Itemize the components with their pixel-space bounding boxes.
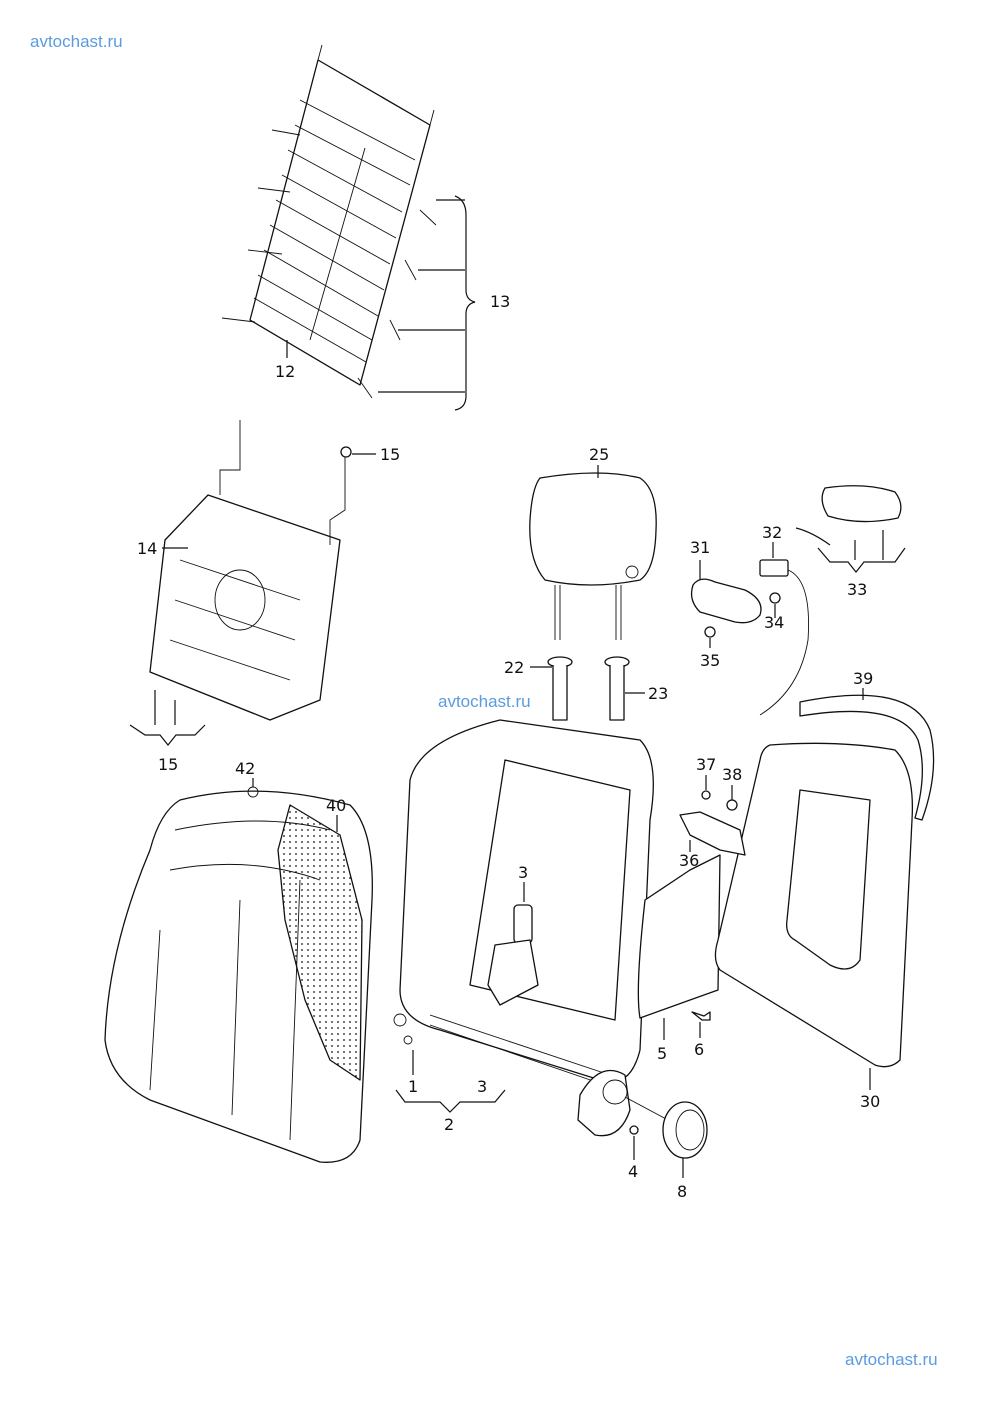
spring-mat-part-12 xyxy=(221,44,437,399)
callout-40: 40 xyxy=(326,796,346,815)
trim-part-39 xyxy=(799,694,935,821)
callout-38: 38 xyxy=(722,765,742,784)
watermark-center: avtochast.ru xyxy=(438,692,531,711)
callout-4: 4 xyxy=(628,1162,638,1181)
foam-pad-part-40 xyxy=(277,804,363,1081)
connector-part-32 xyxy=(759,559,789,577)
screw-part-37 xyxy=(701,790,711,800)
callout-33: 33 xyxy=(847,580,867,599)
screw-part-4 xyxy=(629,1125,639,1135)
bracket-2 xyxy=(395,1089,506,1113)
callout-15-bottom: 15 xyxy=(158,755,178,774)
back-panel-part-30 xyxy=(714,742,914,1068)
backrest-frame-part-1 xyxy=(393,719,654,1086)
switch-part-31 xyxy=(690,578,762,624)
watermark-top-left: avtochast.ru xyxy=(30,32,123,51)
lumbar-support-part-14 xyxy=(149,420,346,721)
callout-42: 42 xyxy=(235,759,255,778)
handle-part-33 xyxy=(821,485,902,523)
callout-30: 30 xyxy=(860,1092,880,1111)
bracket-13 xyxy=(378,195,476,411)
callout-32: 32 xyxy=(762,523,782,542)
headrest-guide-part-22 xyxy=(547,656,573,721)
callout-5: 5 xyxy=(657,1044,667,1063)
pin-part-35 xyxy=(704,626,716,638)
bracket-15-bottom xyxy=(129,690,206,746)
callout-3-bottom: 3 xyxy=(477,1077,487,1096)
callout-34: 34 xyxy=(764,613,784,632)
callout-25: 25 xyxy=(589,445,609,464)
motor-part-3 xyxy=(487,904,539,1006)
callout-2: 2 xyxy=(444,1115,454,1134)
callout-8: 8 xyxy=(677,1182,687,1201)
callout-15-top: 15 xyxy=(380,445,400,464)
callout-14: 14 xyxy=(137,539,157,558)
bracket-part-36 xyxy=(679,811,746,856)
callout-35: 35 xyxy=(700,651,720,670)
bracket-33 xyxy=(795,527,906,573)
clip-15-top xyxy=(340,446,352,458)
screw-part-34 xyxy=(769,592,781,604)
callout-12: 12 xyxy=(275,362,295,381)
callout-3-top: 3 xyxy=(518,863,528,882)
headrest-part-25 xyxy=(529,472,657,640)
callout-13: 13 xyxy=(490,292,510,311)
recliner-mechanism xyxy=(577,1069,631,1137)
side-cover-part-5 xyxy=(637,854,721,1019)
callout-31: 31 xyxy=(690,538,710,557)
callout-1: 1 xyxy=(408,1077,418,1096)
wiring-harness xyxy=(759,569,809,716)
washer-part-38 xyxy=(726,799,738,811)
headrest-guide-part-23 xyxy=(604,656,630,721)
watermark-bottom-right: avtochast.ru xyxy=(845,1350,938,1369)
callout-23: 23 xyxy=(648,684,668,703)
callout-36: 36 xyxy=(679,851,699,870)
callout-37: 37 xyxy=(696,755,716,774)
callout-39: 39 xyxy=(853,669,873,688)
callout-6: 6 xyxy=(694,1040,704,1059)
handwheel-part-8 xyxy=(624,1096,708,1159)
screw-part-6 xyxy=(691,1011,711,1021)
callout-22: 22 xyxy=(504,658,524,677)
